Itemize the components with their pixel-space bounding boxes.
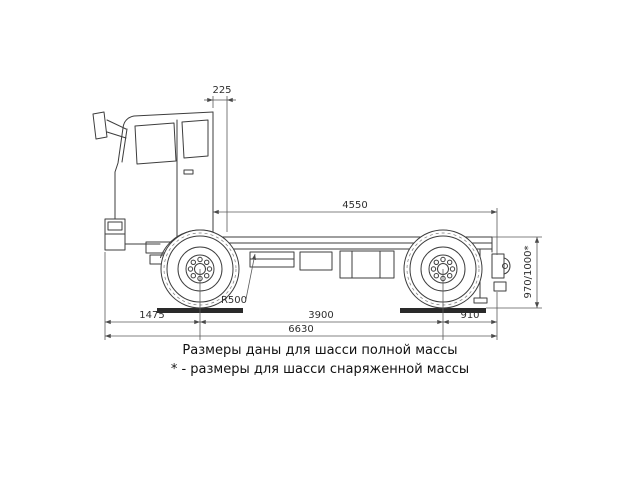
dim-label-1475: 1475 <box>139 310 164 321</box>
dim-label-6630: 6630 <box>288 324 313 335</box>
note-line-1: Размеры даны для шасси полной массы <box>182 343 457 358</box>
dim-label-910: 910 <box>460 310 479 321</box>
dim-label-4550: 4550 <box>342 200 367 211</box>
door-window <box>134 122 177 165</box>
mirror <box>92 111 127 140</box>
dim-label-970-1000: 970/1000* <box>523 246 534 299</box>
dimension-labels: 225 4550 970/1000* 1475 R500 3900 910 66… <box>139 85 534 335</box>
dim-label-3900: 3900 <box>308 310 333 321</box>
tow-hitch <box>491 253 511 292</box>
dimension-lines <box>104 96 542 340</box>
note-line-2: * - размеры для шасси снаряженной массы <box>171 362 469 377</box>
dim-label-r500: R500 <box>221 295 247 306</box>
door-handle <box>183 169 194 175</box>
headlight <box>107 221 123 231</box>
notes: Размеры даны для шасси полной массы * - … <box>171 343 469 377</box>
rear-window <box>181 119 209 159</box>
dim-label-225: 225 <box>212 85 231 96</box>
